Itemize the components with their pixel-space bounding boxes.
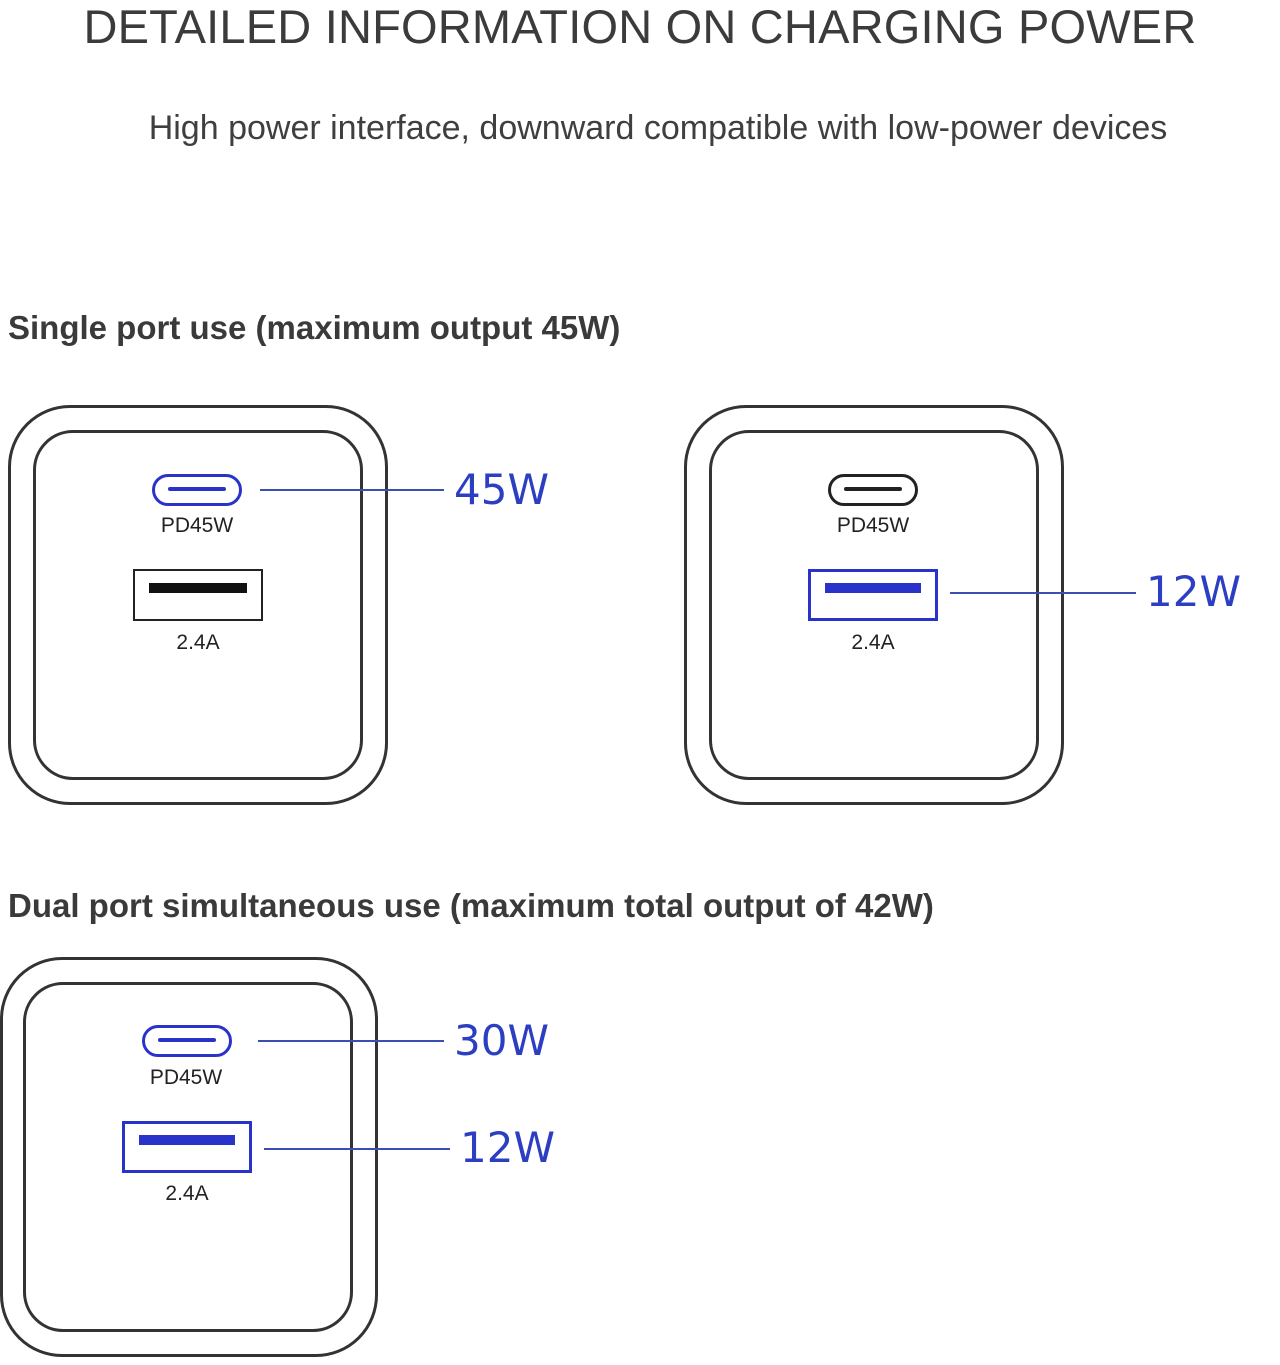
charger-outer-shell — [0, 957, 378, 1357]
type-c-port-label: PD45W — [149, 1066, 223, 1089]
type-c-port-label: PD45W — [836, 514, 910, 537]
usb-a-port-label: 2.4A — [176, 631, 220, 654]
type-c-port-icon — [828, 474, 918, 506]
usb-a-port-icon — [122, 1121, 252, 1173]
section-title-single-port: Single port use (maximum output 45W) — [8, 309, 621, 346]
usb-a-leader-line — [950, 592, 1136, 594]
usb-a-port-label: 2.4A — [165, 1182, 209, 1205]
section-title-dual-port: Dual port simultaneous use (maximum tota… — [8, 887, 934, 924]
charger-inner-face — [33, 430, 363, 780]
page-title: DETAILED INFORMATION ON CHARGING POWER — [83, 0, 1197, 53]
charger-inner-face — [709, 430, 1039, 780]
type-c-leader-line — [258, 1040, 444, 1042]
type-c-power-value: 30W — [454, 1016, 549, 1065]
type-c-port-icon — [152, 474, 242, 506]
usb-a-port-icon — [808, 569, 938, 621]
type-c-port-label: PD45W — [160, 514, 234, 537]
usb-a-port-icon — [133, 569, 263, 621]
usb-a-power-value: 12W — [460, 1123, 555, 1172]
type-c-leader-line — [260, 489, 444, 491]
usb-a-power-value: 12W — [1146, 567, 1241, 616]
type-c-power-value: 45W — [454, 465, 549, 514]
charger-outer-shell — [8, 405, 388, 805]
usb-a-leader-line — [264, 1148, 450, 1150]
charger-inner-face — [23, 982, 353, 1332]
charger-outer-shell — [684, 405, 1064, 805]
type-c-port-icon — [142, 1025, 232, 1057]
usb-a-port-label: 2.4A — [851, 631, 895, 654]
page-subtitle: High power interface, downward compatibl… — [148, 109, 1168, 147]
